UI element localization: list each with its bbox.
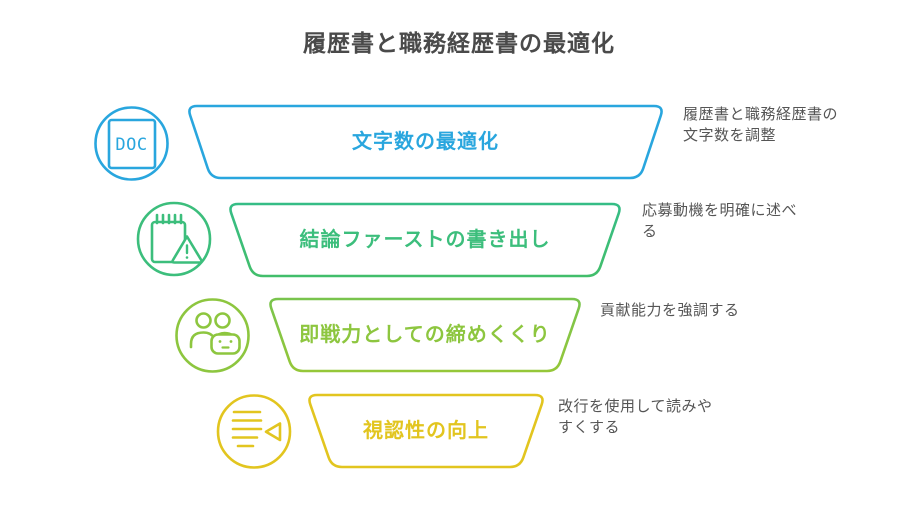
team-controller-icon (175, 298, 250, 373)
funnel-step-note-2: 応募動機を明確に述べる (642, 202, 798, 240)
page-title: 履歴書と職務経歴書の最適化 (303, 30, 615, 56)
funnel-step-shape-3 (269, 297, 581, 373)
funnel-step-note-1: 履歴書と職務経歴書の文字数を調整 (683, 106, 839, 144)
funnel-step-note-4: 改行を使用して読みやすくする (558, 398, 713, 436)
svg-text:DOC: DOC (115, 135, 147, 155)
funnel-step-label-4: 視認性の向上 (363, 420, 489, 442)
funnel-step-label-1: 文字数の最適化 (352, 131, 499, 153)
funnel-step-shape-2 (229, 202, 621, 278)
funnel-step-shape-4 (308, 393, 544, 469)
funnel-step-label-3: 即戦力としての締めくくり (299, 324, 551, 346)
funnel-step-label-2: 結論ファーストの書き出し (299, 229, 551, 251)
text-align-back-icon (216, 394, 292, 469)
funnel-step-note-3: 貢献能力を強調する (600, 302, 740, 319)
notepad-warning-icon (136, 201, 212, 277)
funnel-step-shape-1 (188, 104, 663, 180)
doc-document-icon: DOC (94, 106, 169, 181)
funnel-shapes (188, 104, 663, 469)
